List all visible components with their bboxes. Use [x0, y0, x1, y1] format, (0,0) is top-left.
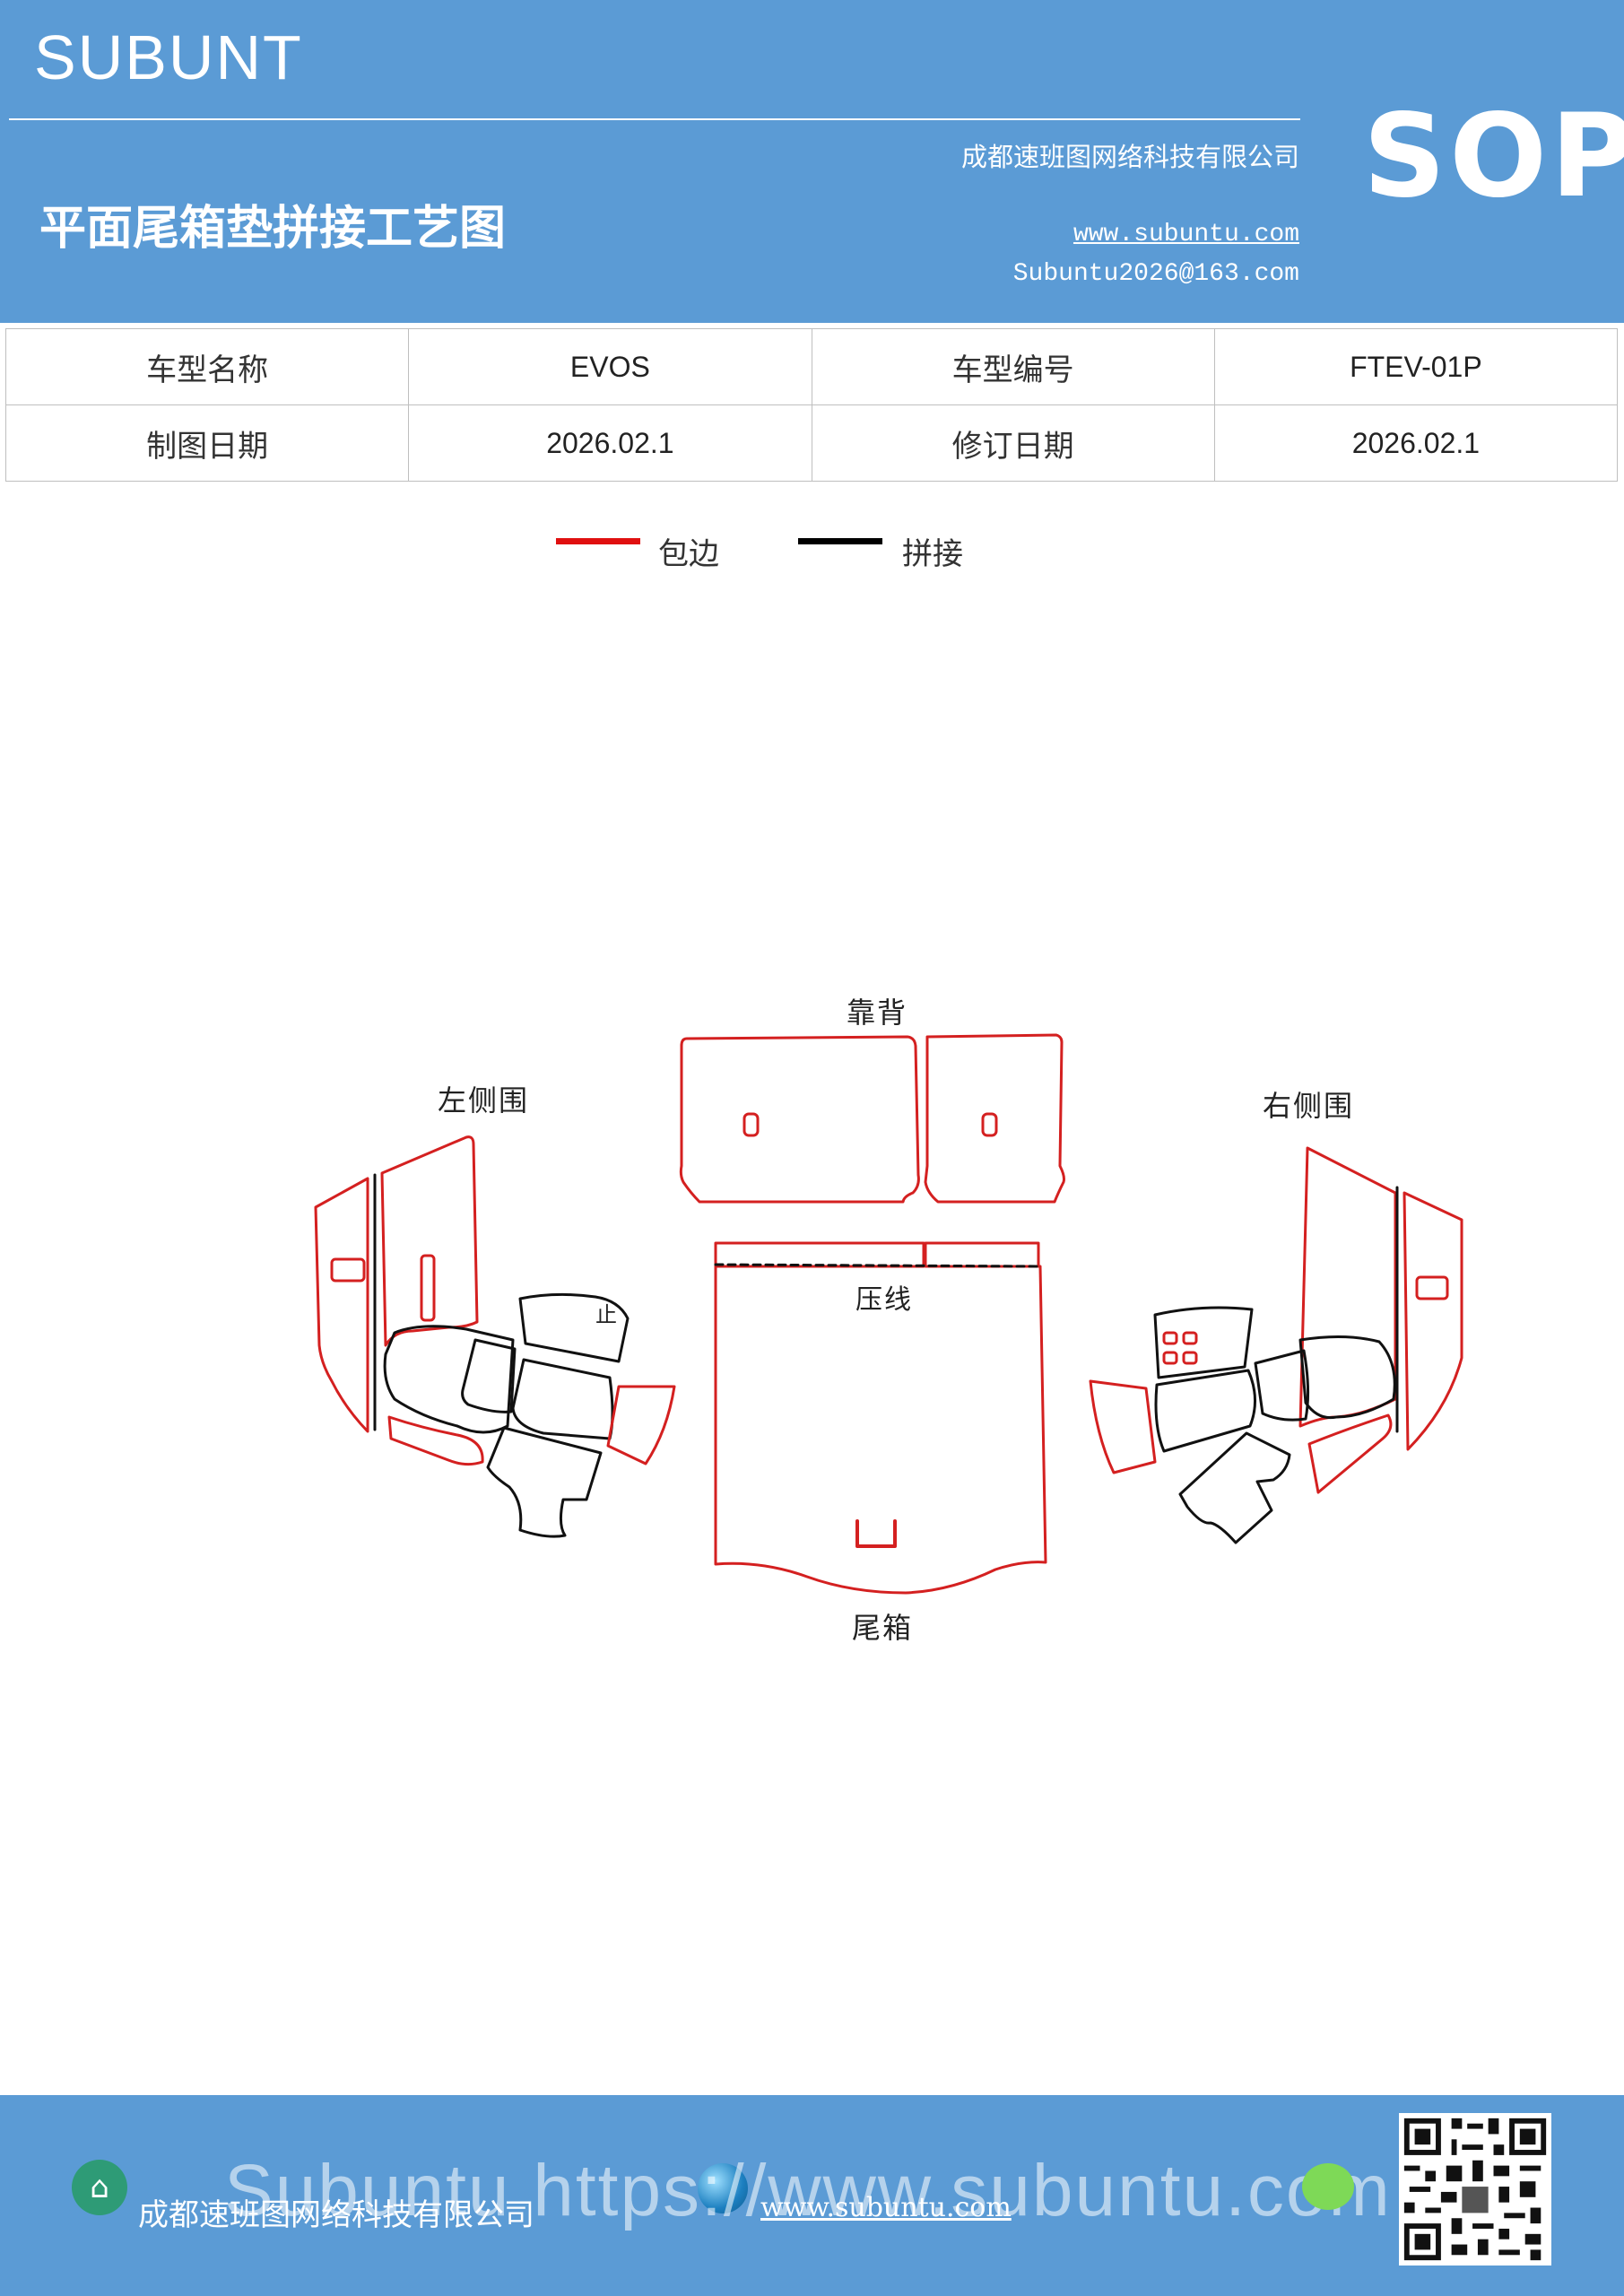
trunk-floor-panel-right-strip	[924, 1241, 1040, 1268]
label-press-line: 压线	[855, 1284, 913, 1316]
footer-website-link[interactable]: www.subuntu.com	[760, 2192, 1012, 2223]
right-side-block-d	[1154, 1369, 1257, 1453]
table-cell-value: EVOS	[408, 328, 812, 405]
qr-code-icon[interactable]	[1399, 2113, 1551, 2266]
table-cell-label: 车型名称	[4, 328, 410, 405]
right-side-outer-panel	[1403, 1191, 1463, 1451]
right-side-inner-panel	[1298, 1146, 1397, 1428]
left-side-lower-strip	[387, 1415, 484, 1466]
trunk-floor-main	[714, 1265, 1047, 1595]
right-side-block-f	[1178, 1431, 1291, 1544]
legend-label-edge: 包边	[658, 536, 719, 572]
left-side-outer-slot	[330, 1257, 366, 1283]
backrest-left-slot	[743, 1112, 760, 1137]
header-divider	[9, 118, 1300, 120]
document-title: 平面尾箱垫拼接工艺图	[39, 201, 507, 256]
table-row: 制图日期 2026.02.1 修订日期 2026.02.1	[4, 404, 1619, 482]
right-side-block-e	[1089, 1379, 1157, 1474]
left-side-block-c	[518, 1292, 630, 1363]
label-trunk: 尾箱	[852, 1611, 914, 1645]
right-side-outer-slot	[1415, 1275, 1449, 1300]
backrest-right-panel	[924, 1033, 1065, 1204]
trunk-floor-hook	[855, 1519, 897, 1548]
left-side-block-b	[461, 1338, 517, 1413]
legend: 包边 拼接	[0, 529, 1624, 574]
label-right-side: 右侧围	[1263, 1089, 1355, 1123]
right-side-block-b	[1254, 1349, 1310, 1422]
header-banner: SUBUNT 平面尾箱垫拼接工艺图 成都速班图网络科技有限公司 www.subu…	[0, 0, 1624, 323]
building-icon: ⌂	[72, 2160, 127, 2215]
left-side-block-e	[606, 1385, 676, 1465]
footer-watermark: Subuntu https://www.subuntu.com	[224, 2150, 1392, 2231]
left-side-outer-panel	[314, 1177, 369, 1433]
table-cell-value: 2026.02.1	[408, 404, 812, 482]
table-cell-value: 2026.02.1	[1213, 404, 1619, 482]
sop-badge: SOP	[1363, 90, 1624, 223]
label-left-side: 左侧围	[438, 1083, 530, 1118]
right-side-block-a	[1298, 1335, 1396, 1420]
left-side-block-f	[486, 1426, 603, 1538]
vehicle-info-table: 车型名称 EVOS 车型编号 FTEV-01P 制图日期 2026.02.1 修…	[4, 328, 1619, 482]
label-back: 靠背	[847, 996, 908, 1030]
trunk-floor-panel	[714, 1241, 925, 1268]
right-side-block-c	[1153, 1306, 1254, 1379]
right-side-square-slots	[1162, 1331, 1198, 1365]
legend-swatch-edge	[556, 538, 640, 544]
wechat-icon	[1302, 2163, 1354, 2210]
label-small-mark: 止	[595, 1302, 619, 1327]
left-side-inner-slot	[420, 1254, 436, 1322]
right-side-lower-strip	[1307, 1413, 1393, 1494]
table-row: 车型名称 EVOS 车型编号 FTEV-01P	[4, 328, 1619, 405]
globe-icon	[698, 2163, 748, 2213]
footer-banner: ⌂ 成都速班图网络科技有限公司 www.subuntu.com Subuntu …	[0, 2095, 1624, 2296]
email-address[interactable]: Subuntu2026@163.com	[1012, 260, 1299, 288]
left-side-block-d	[511, 1358, 614, 1440]
backrest-right-slot	[981, 1112, 998, 1137]
left-side-block-a	[383, 1325, 515, 1434]
website-link[interactable]: www.subuntu.com	[1073, 221, 1299, 248]
left-side-inner-panel	[380, 1135, 479, 1347]
press-line	[714, 1263, 1042, 1268]
table-cell-label: 车型编号	[811, 328, 1215, 405]
footer-company-name: 成都速班图网络科技有限公司	[138, 2197, 534, 2233]
legend-label-seam: 拼接	[902, 536, 963, 572]
table-cell-value: FTEV-01P	[1213, 328, 1619, 405]
brand-name: SUBUNT	[34, 22, 303, 92]
trunk-mat-diagram	[314, 1033, 1463, 1595]
table-cell-label: 修订日期	[811, 404, 1215, 482]
backrest-left-panel	[679, 1035, 920, 1204]
company-name: 成都速班图网络科技有限公司	[960, 142, 1299, 172]
table-cell-label: 制图日期	[4, 404, 410, 482]
legend-swatch-seam	[798, 538, 882, 544]
